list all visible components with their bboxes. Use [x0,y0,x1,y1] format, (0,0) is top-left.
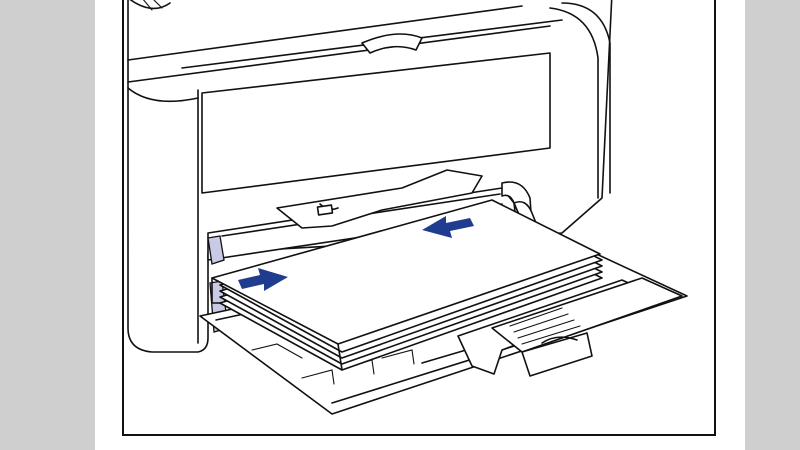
direction-arrows [238,216,474,291]
right-gray-margin [745,0,800,450]
left-gray-margin [0,0,95,450]
feed-slot [207,169,523,261]
illustration-frame [122,0,716,436]
arrow-left-icon [422,216,474,238]
arrow-right-icon [238,268,288,291]
left-rear-guide [207,235,225,265]
paper-stack [211,199,603,371]
printer-body [127,0,613,353]
tray-extension [457,277,683,377]
printer-illustration [127,0,688,415]
